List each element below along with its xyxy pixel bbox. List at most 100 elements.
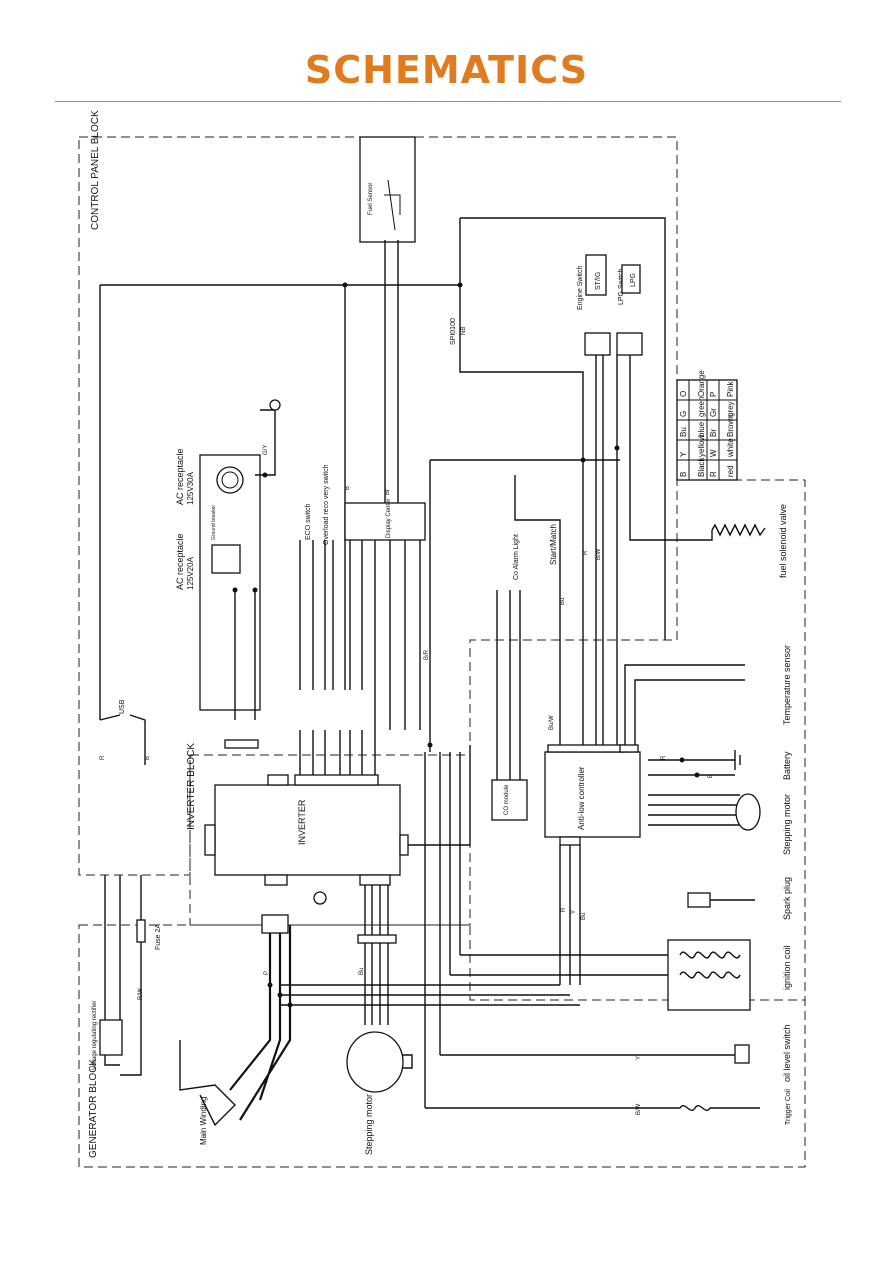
wire-ac-out	[234, 590, 256, 720]
wire-stepping-motor-left	[364, 885, 389, 1025]
inverter-block-outline	[189, 754, 471, 926]
wire-label-y-1: Y	[571, 910, 577, 914]
wire-ignition	[450, 954, 668, 976]
wire-label-bu-2: Bu	[581, 913, 587, 920]
main-winding-connector	[261, 914, 289, 934]
ac-receptacle-30a-rating: 125V30A	[186, 471, 195, 505]
inverter-label: INVERTER	[297, 799, 307, 845]
stepping-motor-left-symbol	[346, 1031, 404, 1093]
inverter-connector-bottom-2	[359, 874, 391, 886]
wire-vertical-harness	[424, 752, 461, 1108]
inverter-block-label: INVERTER BLOCK	[186, 743, 197, 830]
ac-receptacle-30a-symbol	[216, 466, 244, 494]
wire-temperature	[624, 664, 745, 745]
wire-label-r-4: R	[661, 755, 667, 760]
wire-label-bw-2: B/W	[636, 1103, 642, 1115]
stepping-motor-left-label: Stepping motor	[364, 1094, 374, 1155]
ignition-coil-secondary	[679, 971, 741, 979]
anti-low-controller-box	[544, 751, 641, 838]
lpg-switch-box	[621, 264, 641, 294]
wire-display-outputs	[349, 540, 421, 730]
main-winding-label: Main Winding	[199, 1097, 208, 1145]
wire-label-gy: G/Y	[263, 445, 269, 455]
stepping-motor-left-connector	[357, 934, 397, 944]
ignition-coil-box	[667, 939, 751, 1011]
ac-connector	[224, 739, 259, 749]
wire-eco	[299, 540, 314, 690]
wire-anti-low-down	[559, 845, 581, 985]
inverter-ground-symbol	[313, 891, 327, 905]
wire-battery	[648, 759, 735, 776]
wire-co-alarm	[496, 590, 521, 780]
main-winding-symbol	[179, 1040, 236, 1127]
ac-receptacle-30a-label: AC receptacle	[175, 448, 185, 505]
fuel-sensor-symbol	[384, 179, 401, 231]
oil-level-switch-label: oil level switch	[782, 1024, 792, 1082]
wire-label-br-1: Br	[385, 489, 391, 495]
eco-switch-label: ECO switch	[305, 503, 312, 540]
wire-overload	[324, 540, 334, 690]
ac-receptacle-30a-inner	[221, 471, 239, 489]
stepping-motor-left-shaft	[402, 1054, 413, 1069]
wire-label-buw: Bu/W	[549, 715, 555, 730]
title-rule	[55, 101, 841, 102]
inverter-connector-top-2	[267, 774, 289, 786]
usb-label: USB	[119, 699, 126, 714]
wire-label-br2: B/R	[424, 649, 430, 660]
fuel-sensor-box	[359, 136, 416, 243]
display-center-box	[344, 502, 426, 541]
inverter-connector-right	[399, 834, 409, 856]
wire-inverter-right	[408, 745, 471, 846]
ac-receptacle-20a-label: AC receptacle	[175, 533, 185, 590]
wire-label-rw: R/W	[138, 988, 144, 1000]
inverter-box	[214, 784, 401, 876]
wire-label-bu-1: Bu	[560, 598, 566, 605]
battery-label: Battery	[782, 751, 792, 780]
trigger-coil-label: Trigger Coil	[785, 1089, 792, 1125]
anti-low-controller-label: Anti-low controller	[577, 766, 586, 830]
wire-label-p: P	[264, 971, 270, 975]
battery-symbol	[734, 750, 741, 770]
ignition-coil-label: ignition coil	[782, 945, 792, 990]
wire-lpg-solenoid	[629, 355, 713, 541]
generator-block-label: GENERATOR BLOCK	[88, 1059, 99, 1158]
inverter-connector-top	[294, 774, 379, 786]
lpg-label: LPG	[630, 273, 637, 287]
fuel-solenoid-label: fuel solenoid valve	[778, 504, 788, 578]
fuse-label: Fuse 2A	[155, 924, 162, 950]
wire-label-bu-3: Bu	[359, 968, 365, 975]
temperature-sensor-label: Temperature sensor	[782, 645, 792, 725]
spi0100-label: SPI0100	[450, 318, 457, 345]
wire-spi-down	[459, 218, 584, 752]
ac-receptacle-20a-symbol	[211, 544, 241, 574]
lpg-switch-connector	[616, 332, 643, 356]
engine-switch-box	[585, 254, 607, 296]
stepping-motor-right-symbol	[735, 793, 761, 831]
voltage-rectifier-box	[99, 1019, 123, 1056]
wire-harness-generator	[280, 984, 580, 1006]
co-module-label: CO module	[504, 784, 510, 815]
wire-start-match	[514, 475, 561, 752]
anti-low-connector-top	[547, 744, 624, 753]
wire-label-b-2: B	[345, 486, 351, 490]
co-module-box	[491, 779, 528, 821]
ac-receptacle-frame	[199, 454, 261, 711]
wire-stepping-motor-right	[648, 794, 740, 826]
anti-low-connector-top-2	[619, 744, 639, 753]
wire-label-r-3: R	[561, 907, 567, 912]
engine-switch-connector	[584, 332, 611, 356]
display-center-label: Display Center	[386, 499, 392, 538]
fuel-solenoid-coil	[711, 523, 766, 537]
spark-plug-box	[687, 892, 711, 908]
wire-label-r-2: R	[583, 550, 589, 555]
wire-trigger-coil	[425, 1105, 760, 1111]
fuse-box	[136, 919, 146, 943]
ac-receptacle-20a-rating: 125V20A	[186, 556, 195, 590]
wire-label-b-3: B	[708, 774, 714, 778]
ground-symbol-1	[269, 399, 281, 411]
ground-breaker-label: Ground breaker	[211, 505, 217, 540]
spark-plug-label: Spark plug	[782, 877, 792, 920]
page-title: SCHEMATICS	[304, 48, 589, 92]
color-legend	[676, 379, 738, 481]
